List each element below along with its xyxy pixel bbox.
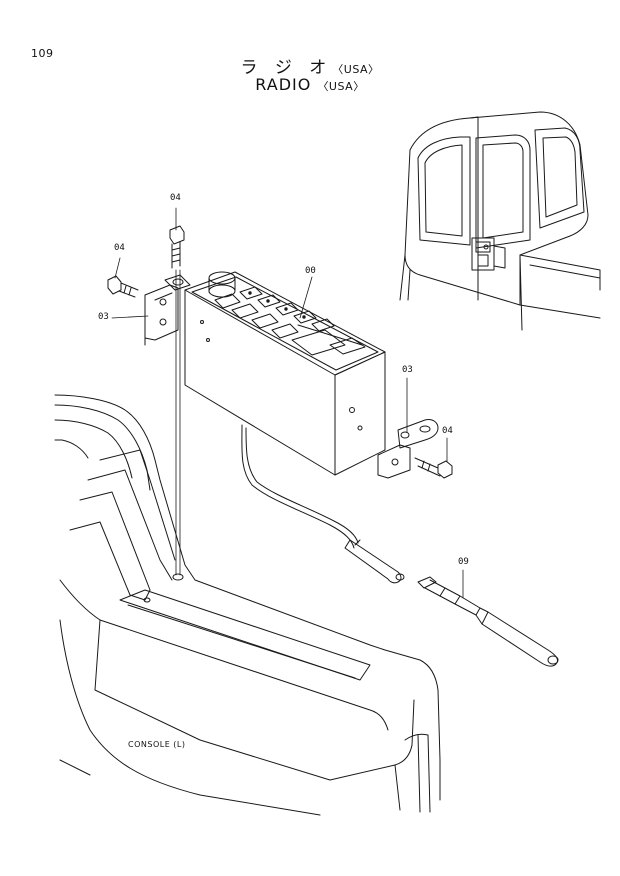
radio-unit-illustration: [185, 272, 385, 548]
callout-00-radio: 00: [305, 266, 316, 276]
console-label: CONSOLE (L): [128, 740, 186, 749]
title-japanese-suffix: 〈USA〉: [332, 63, 380, 76]
left-bracket-illustration: [145, 275, 190, 345]
callout-04-right: 04: [442, 426, 453, 436]
right-bracket-illustration: [378, 419, 438, 478]
page-number: 109: [31, 47, 54, 60]
title-english: RADIO 〈USA〉: [0, 75, 620, 94]
callout-03-right: 03: [402, 365, 413, 375]
callout-04-left: 04: [114, 243, 125, 253]
console-illustration: [55, 395, 440, 820]
callout-03-left: 03: [98, 312, 109, 322]
excavator-cab-illustration: [400, 112, 600, 330]
title-japanese-text: ラ ジ オ: [240, 58, 333, 78]
title-english-suffix: 〈USA〉: [317, 80, 365, 93]
leader-lines: [112, 208, 463, 598]
title-english-text: RADIO: [255, 75, 312, 94]
bolt-top-illustration: [170, 226, 184, 268]
bolt-left-illustration: [108, 276, 138, 297]
title-japanese: ラ ジ オ〈USA〉: [0, 53, 620, 78]
antenna-cable-illustration: [345, 540, 558, 666]
callout-04-top: 04: [170, 193, 181, 203]
callout-09-antenna: 09: [458, 557, 469, 567]
bolt-right-illustration: [415, 458, 452, 478]
